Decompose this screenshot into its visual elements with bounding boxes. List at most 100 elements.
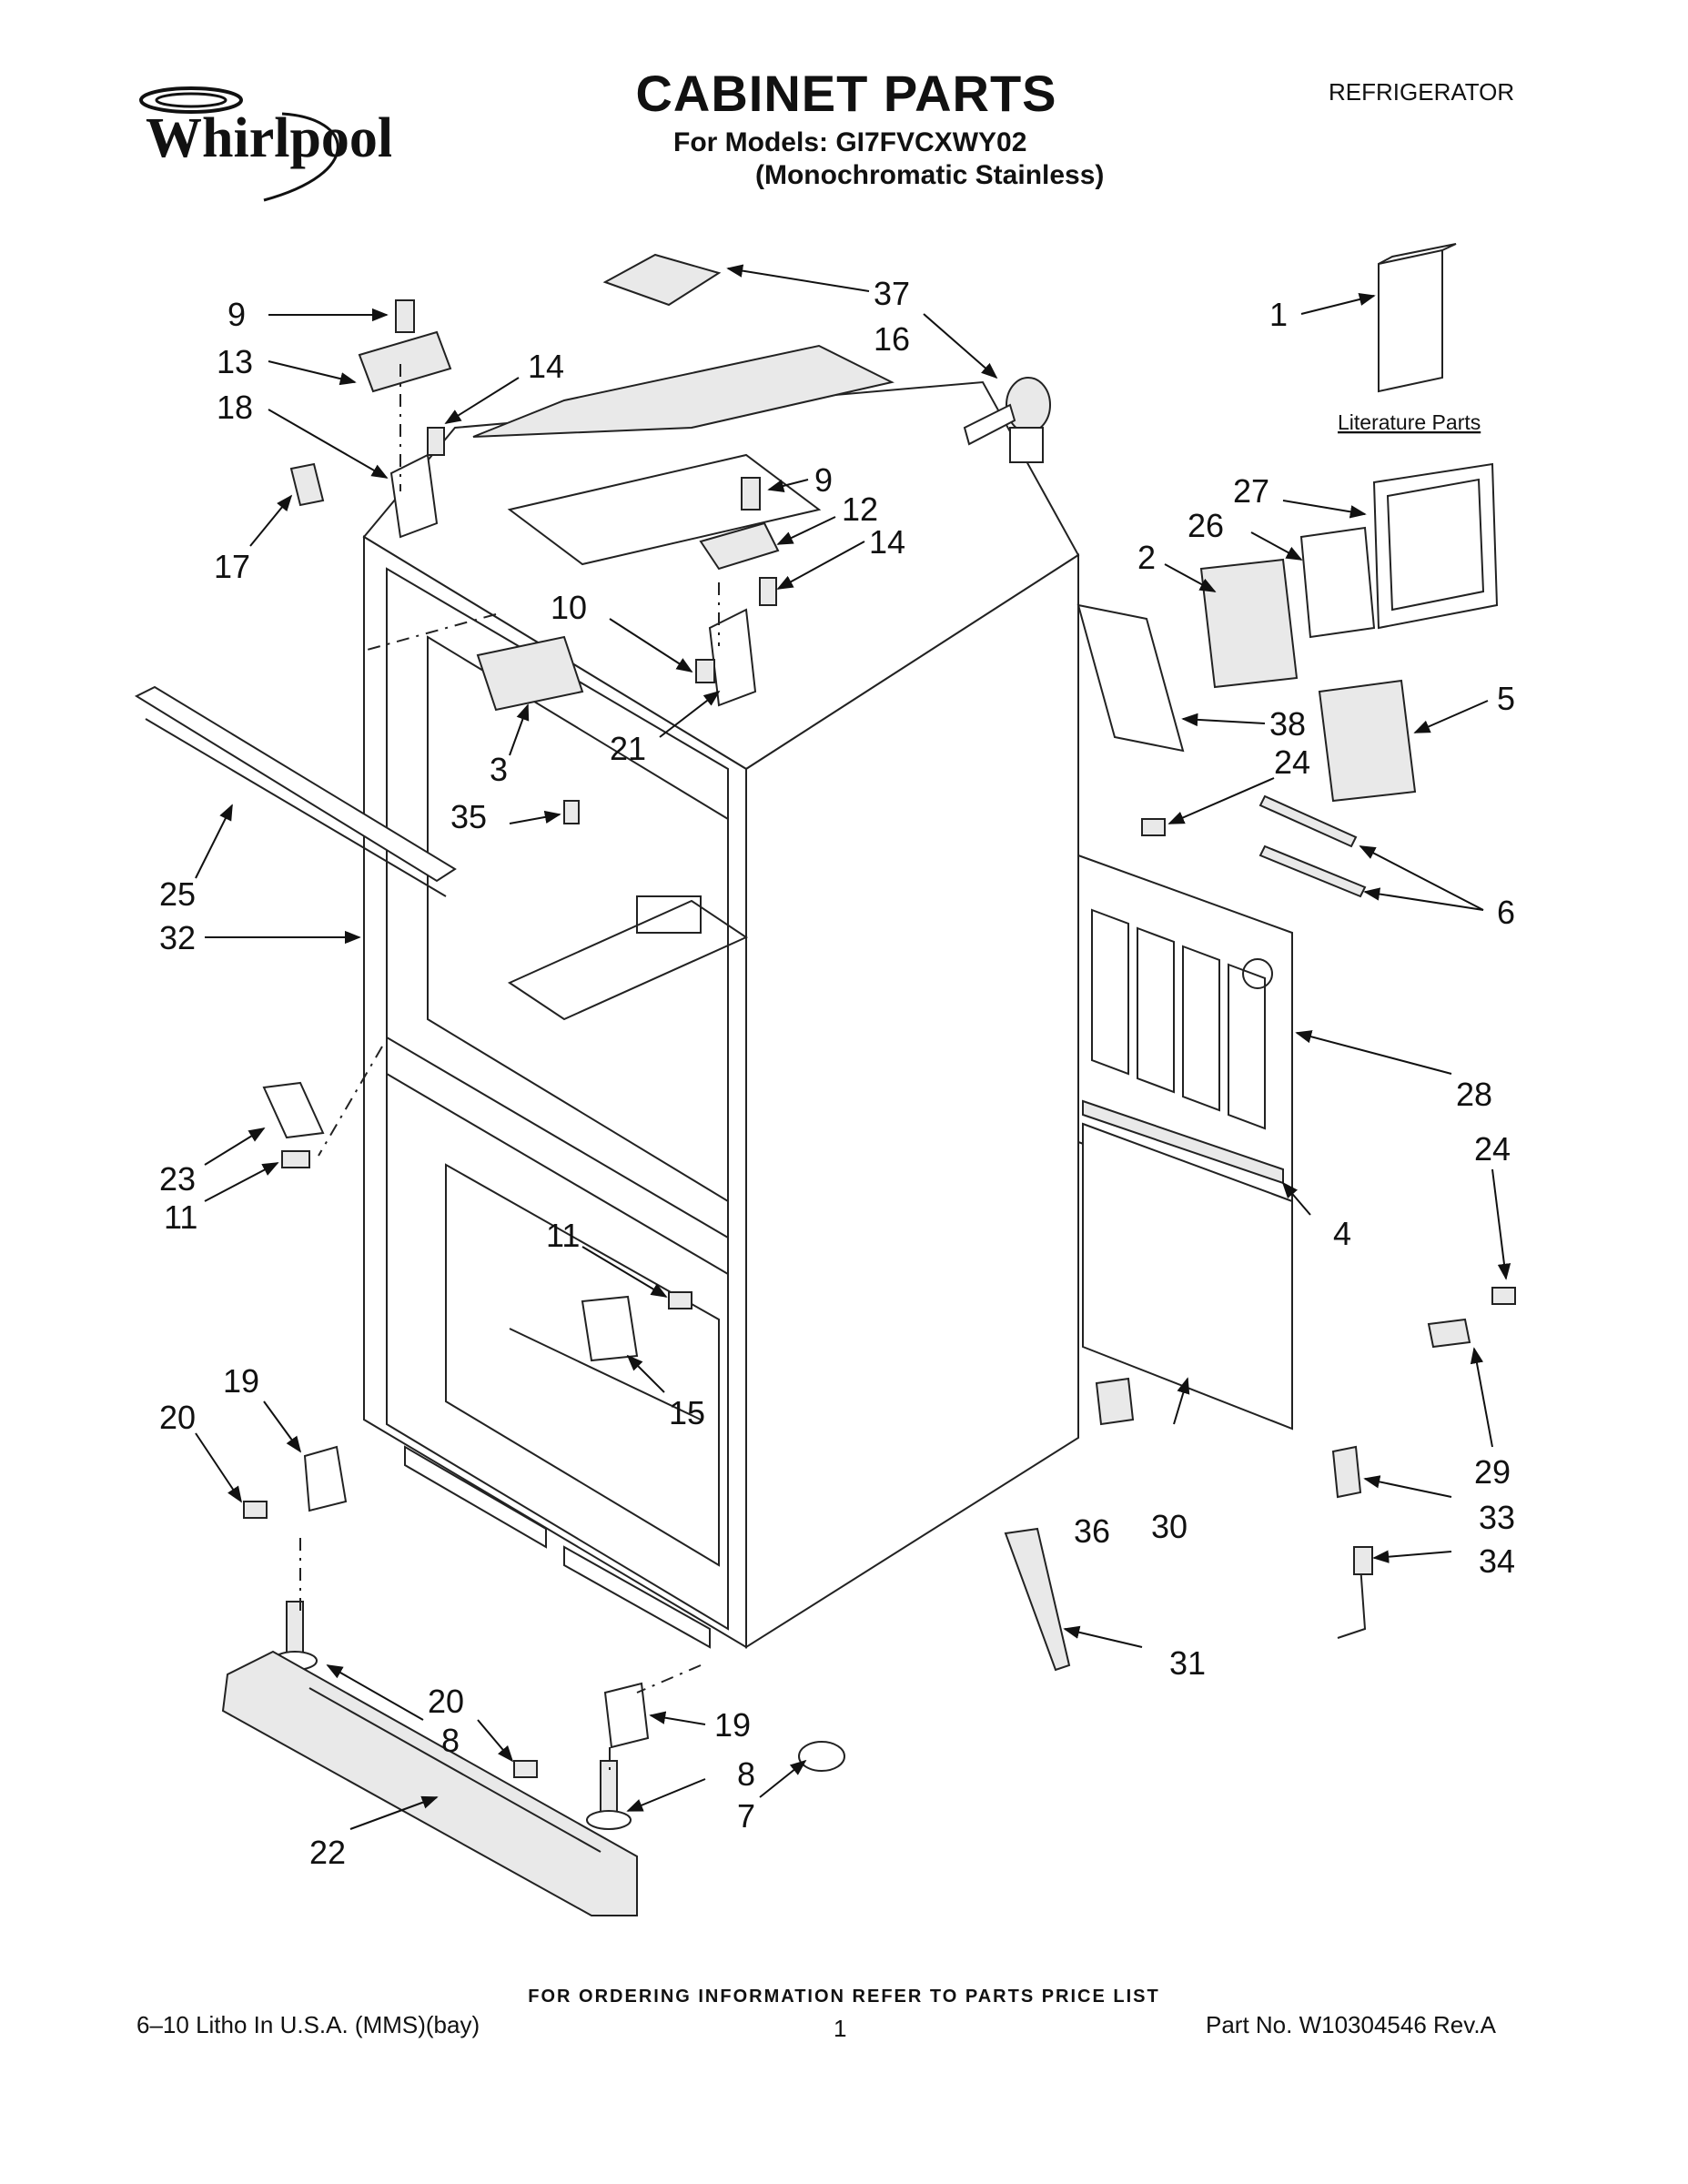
page-title: CABINET PARTS [635, 65, 1057, 122]
literature-parts-label: Literature Parts [1338, 410, 1481, 434]
part-9-screw-b [741, 477, 761, 511]
part-17-piece [289, 462, 325, 507]
page-number: 1 [834, 2015, 847, 2042]
callout-15: 15 [669, 1394, 705, 1431]
callout-5: 5 [1497, 680, 1515, 717]
part-18-hinge [389, 453, 439, 539]
callout-23: 23 [159, 1160, 196, 1198]
callout-31: 31 [1169, 1644, 1206, 1682]
part-23-bracket [262, 1081, 325, 1139]
callout-28: 28 [1456, 1076, 1492, 1113]
variant-line: (Monochromatic Stainless) [755, 160, 1105, 190]
callout-8: 8 [737, 1755, 755, 1793]
part-25-trim [134, 685, 457, 883]
callout-11: 11 [546, 1217, 580, 1254]
part-19-hinge-a [303, 1445, 348, 1512]
part-1-literature [1378, 248, 1443, 393]
callout-7: 7 [737, 1797, 755, 1835]
callout-21: 21 [610, 730, 646, 767]
part-20-screw-b [513, 1760, 538, 1778]
callout-29: 29 [1474, 1453, 1511, 1491]
part-26-cover [1299, 526, 1376, 639]
callout-22: 22 [309, 1834, 346, 1871]
callout-24: 24 [1274, 743, 1310, 781]
callout-36: 36 [1074, 1512, 1110, 1550]
part-7-bushing [798, 1741, 845, 1772]
callout-14: 14 [869, 523, 905, 561]
callout-4: 4 [1333, 1215, 1351, 1252]
callout-13: 13 [217, 343, 253, 380]
part-31-handle [1004, 1527, 1071, 1672]
callout-20: 20 [159, 1399, 196, 1436]
part-14-screw-a [427, 427, 445, 456]
part-27-panel [1372, 462, 1499, 630]
callout-1: 1 [1269, 296, 1288, 333]
callout-6: 6 [1497, 894, 1515, 931]
part-37-cover [602, 253, 722, 307]
part-20-screw-a [243, 1501, 268, 1519]
part-35-screw [563, 800, 580, 824]
part-11-screw-a [281, 1150, 310, 1168]
callout-33: 33 [1479, 1499, 1515, 1536]
grille-louvers [1091, 908, 1266, 1130]
callout-17: 17 [214, 548, 250, 585]
callout-20: 20 [428, 1683, 464, 1720]
part-22-toe-grille [221, 1650, 638, 1916]
part-6-strip-b [1258, 844, 1367, 898]
top-housing [472, 344, 895, 438]
part-30-panel [1082, 1122, 1293, 1431]
part-15-bracket [581, 1295, 639, 1362]
whirlpool-logo: Whirlpool [139, 86, 391, 202]
callout-19: 19 [714, 1706, 751, 1744]
callout-9: 9 [227, 296, 246, 333]
part-38-housing [1076, 603, 1185, 753]
callout-3: 3 [490, 751, 508, 788]
callout-labels: 9 13 18 14 17 37 16 1 9 12 14 10 2 7 26 2… [159, 275, 1515, 1871]
callout-34: 34 [1479, 1542, 1515, 1580]
brand-wordmark: Whirlpool [146, 107, 391, 169]
part-10-bushing [695, 659, 715, 683]
callout-9: 9 [814, 461, 833, 499]
part-12-hinge-cover [699, 521, 780, 571]
callout-16: 16 [874, 320, 910, 358]
part-19-hinge-b [603, 1682, 650, 1749]
ordering-note: FOR ORDERING INFORMATION REFER TO PARTS … [528, 1987, 1160, 2007]
part-36-clip [1095, 1377, 1135, 1426]
part-5-board [1318, 679, 1417, 803]
part-21-hinge [708, 608, 757, 707]
callout-10: 10 [551, 589, 587, 626]
part-6-strip-a [1258, 794, 1358, 848]
part-9-screw-a [395, 299, 415, 333]
part-24-screw-b [1491, 1287, 1516, 1305]
part-2-board [1199, 558, 1299, 689]
category-label: REFRIGERATOR [1329, 78, 1515, 106]
models-line: For Models: GI7FVCXWY02 [673, 127, 1027, 157]
callout-35: 35 [450, 798, 487, 835]
cabinet-body [362, 344, 1080, 1649]
callout-26: 26 [1188, 507, 1224, 544]
callout-8: 8 [441, 1722, 460, 1759]
part-3-bracket [476, 635, 584, 712]
callout-30: 30 [1151, 1508, 1188, 1545]
part-number: Part No. W10304546 Rev.A [1206, 2011, 1496, 2038]
callout-18: 18 [217, 389, 253, 426]
callout-11: 11 [164, 1198, 197, 1236]
part-24-screw-a [1141, 818, 1166, 836]
callout-38: 38 [1269, 705, 1306, 743]
callout-12: 12 [842, 490, 878, 528]
callout-14: 14 [528, 348, 564, 385]
callout-37: 37 [874, 275, 910, 312]
part-14-screw-b [759, 577, 777, 606]
cabinet-right-side [745, 553, 1079, 1649]
part-13-hinge-cover [358, 330, 452, 393]
leader-lines [195, 264, 1511, 1830]
part-33-bracket [1331, 1445, 1362, 1499]
part-29-clamp [1427, 1318, 1471, 1349]
callout-24: 24 [1474, 1130, 1511, 1168]
litho-info: 6–10 Litho In U.S.A. (MMS)(bay) [136, 2011, 480, 2038]
callout-19: 19 [223, 1362, 259, 1400]
parts [134, 243, 1516, 1916]
callout-32: 32 [159, 919, 196, 956]
callout-2: 2 [1137, 539, 1156, 576]
